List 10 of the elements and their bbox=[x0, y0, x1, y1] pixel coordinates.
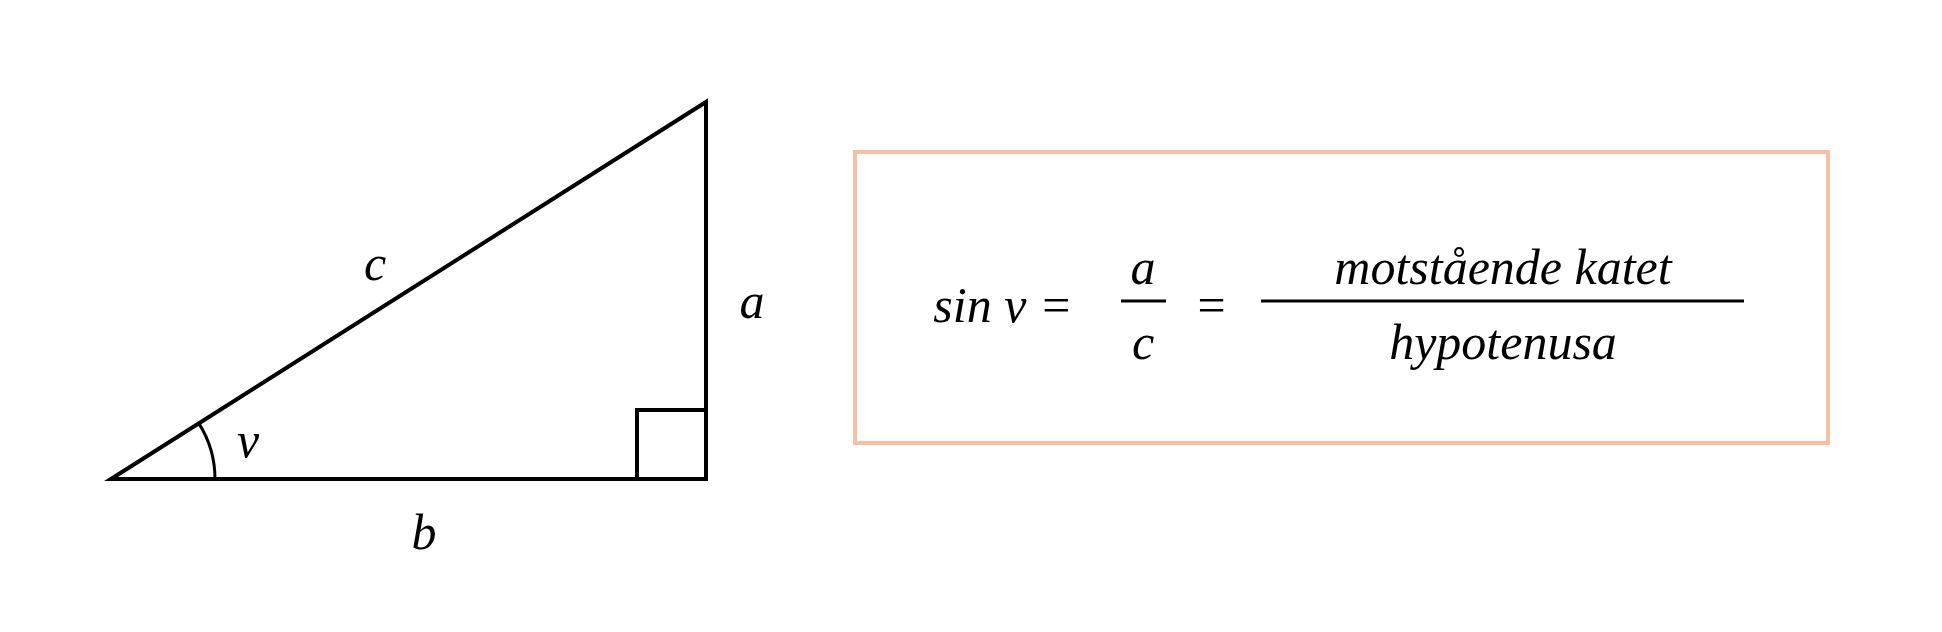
fraction-numerator: motstående katet bbox=[1334, 242, 1672, 292]
fraction-numerator: a bbox=[1130, 242, 1156, 292]
fraction-denominator: c bbox=[1131, 317, 1155, 367]
side-label: v bbox=[236, 415, 260, 465]
side-label: c bbox=[363, 238, 387, 288]
side-label: b bbox=[411, 507, 437, 557]
side-label: a bbox=[739, 276, 765, 326]
formula-text: sin v = bbox=[933, 280, 1073, 330]
formula-box bbox=[853, 150, 1830, 445]
equals-sign: = bbox=[1194, 280, 1228, 330]
